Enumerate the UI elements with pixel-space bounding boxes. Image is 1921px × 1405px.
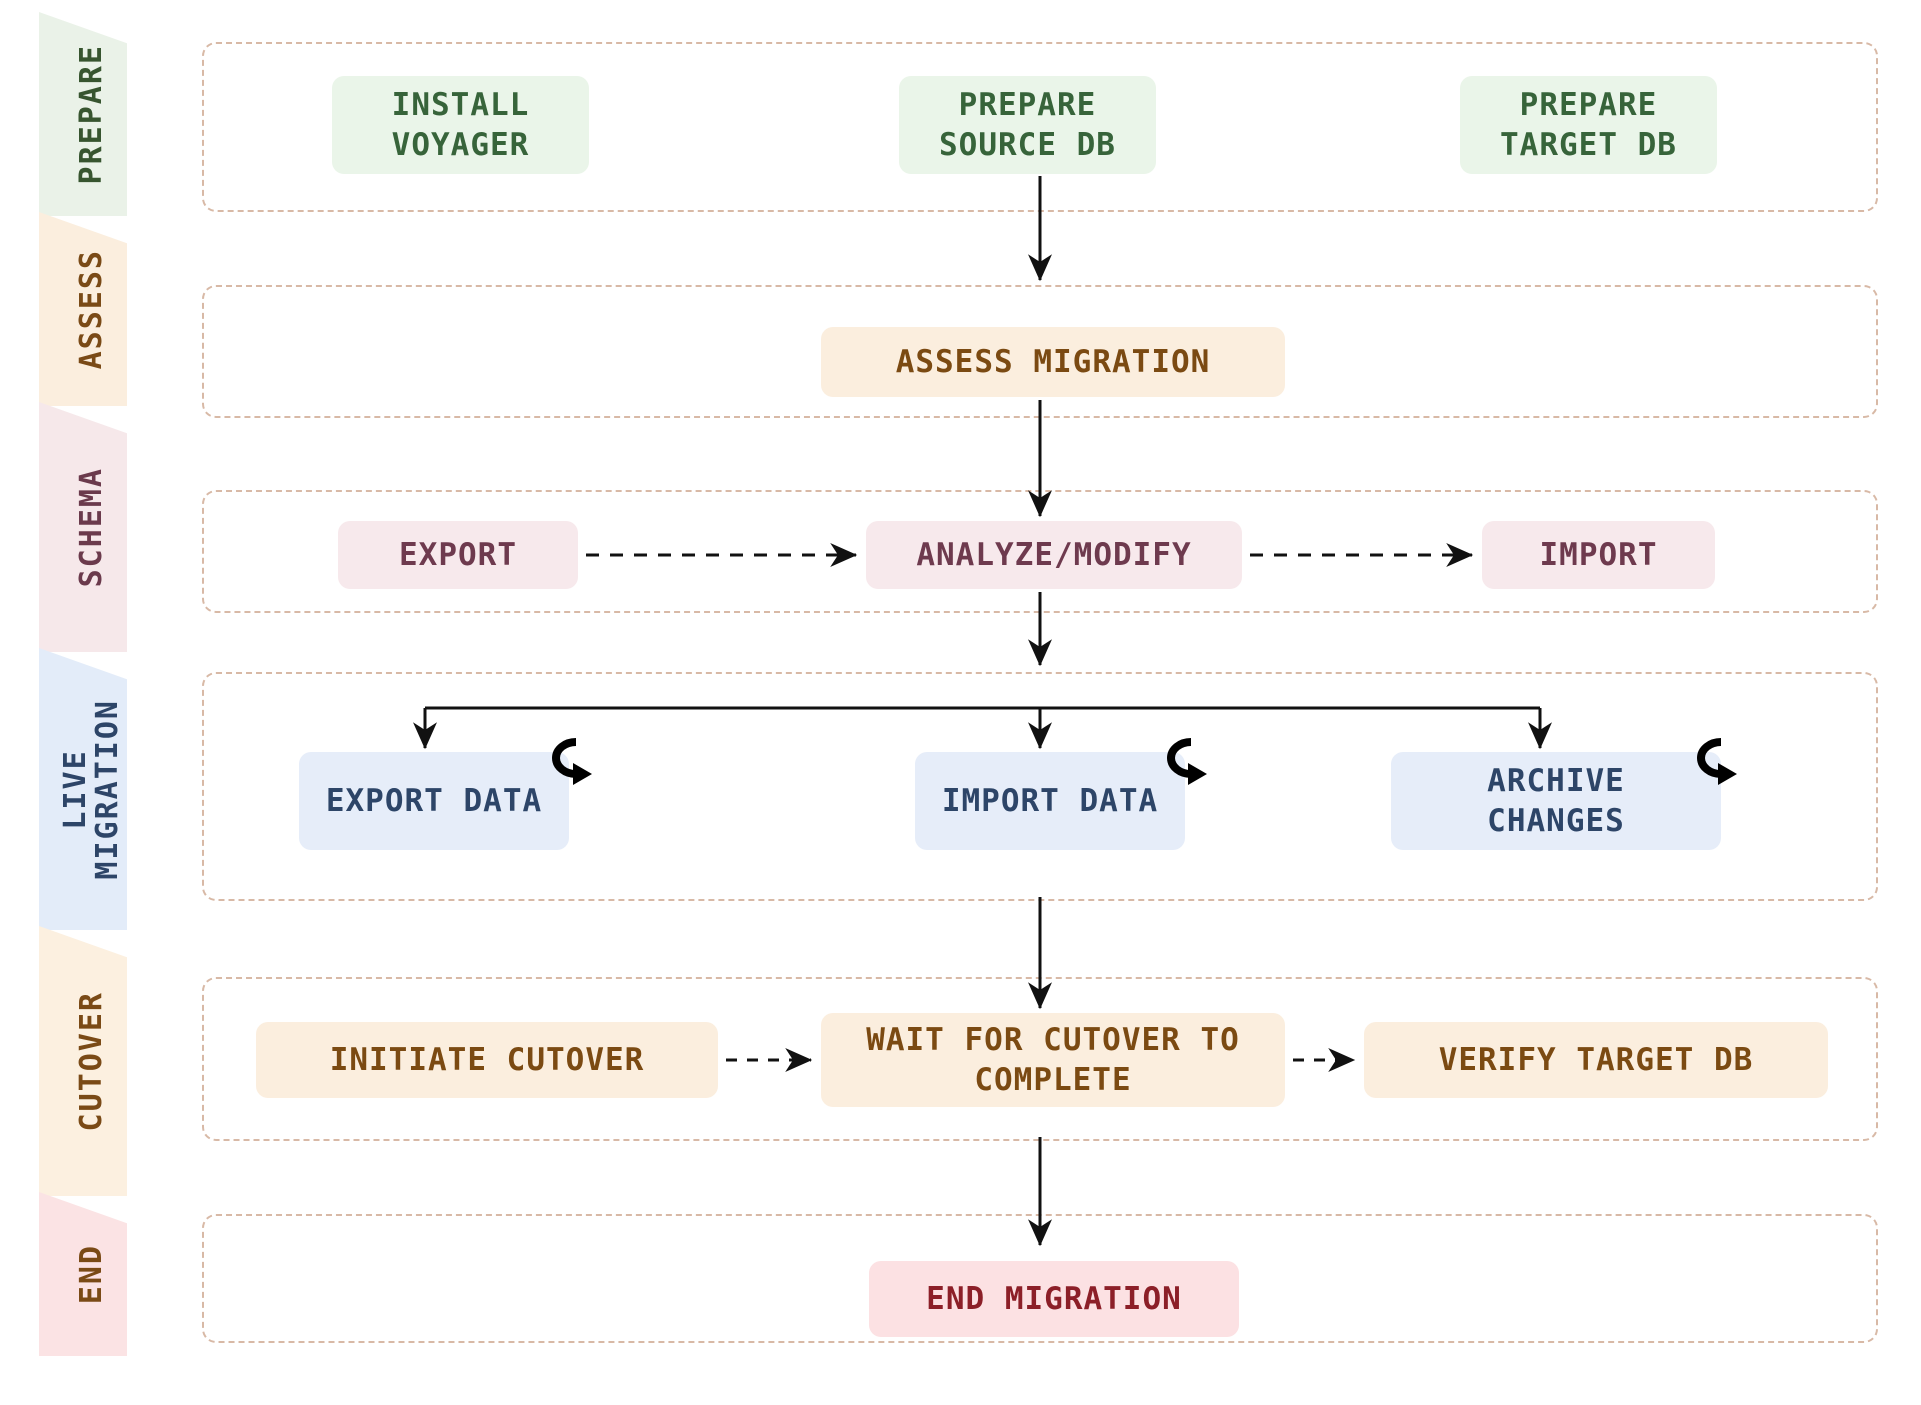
node-label: ASSESS MIGRATION [895,343,1211,380]
phase-rail-label: CUTOVER [73,990,109,1132]
node-import-schema[interactable]: IMPORT [1482,521,1715,589]
node-label: PREPARE TARGET DB [1500,86,1677,163]
node-label: IMPORT [1539,536,1658,573]
node-label: EXPORT DATA [325,782,543,819]
phase-rail-band [39,1192,127,1356]
phase-rail-label: SCHEMA [73,466,109,588]
node-export-data[interactable]: EXPORT DATA [299,752,569,850]
phase-rail-segment-live-migration[interactable]: LIVE MIGRATION [0,648,175,930]
phase-rail-segment-cutover[interactable]: CUTOVER [0,926,175,1196]
node-analyze-modify[interactable]: ANALYZE/MODIFY [866,521,1242,589]
node-end-migration[interactable]: END MIGRATION [869,1261,1239,1337]
node-install-voyager[interactable]: INSTALL VOYAGER [332,76,589,174]
phase-rail-label: END [73,1243,109,1305]
phase-rail-band [39,402,127,652]
phase-rail-band [39,926,127,1196]
phase-rail-segment-end[interactable]: END [0,1192,175,1356]
node-verify-target-db[interactable]: VERIFY TARGET DB [1364,1022,1828,1098]
node-label: VERIFY TARGET DB [1438,1041,1754,1078]
node-label: INSTALL VOYAGER [391,86,530,163]
node-import-data[interactable]: IMPORT DATA [915,752,1185,850]
phase-rail-segment-schema[interactable]: SCHEMA [0,402,175,652]
node-label: WAIT FOR CUTOVER TO COMPLETE [866,1021,1240,1098]
node-prepare-source-db[interactable]: PREPARE SOURCE DB [899,76,1156,174]
node-label: EXPORT [399,536,517,573]
node-prepare-target-db[interactable]: PREPARE TARGET DB [1460,76,1717,174]
repeat-loop-icon-archive-changes [1675,730,1751,796]
node-label: INITIATE CUTOVER [329,1041,645,1078]
node-archive-changes[interactable]: ARCHIVE CHANGES [1391,752,1721,850]
phase-rail-band [39,648,127,930]
node-label: ANALYZE/MODIFY [916,536,1192,573]
node-export-schema[interactable]: EXPORT [338,521,578,589]
node-label: END MIGRATION [926,1280,1182,1317]
phase-rail-label: ASSESS [73,248,109,370]
node-assess-migration[interactable]: ASSESS MIGRATION [821,327,1285,397]
phase-rail-band [39,212,127,406]
phase-rail-segment-prepare[interactable]: PREPARE [0,12,175,216]
node-initiate-cutover[interactable]: INITIATE CUTOVER [256,1022,718,1098]
node-label: IMPORT DATA [941,782,1159,819]
node-label: PREPARE SOURCE DB [939,86,1116,163]
phase-rail-label: LIVE MIGRATION [57,698,125,880]
repeat-loop-icon-export-data [530,730,606,796]
phase-rail-band [39,12,127,216]
node-label: ARCHIVE CHANGES [1487,762,1625,839]
phase-rail-segment-assess[interactable]: ASSESS [0,212,175,406]
node-wait-for-cutover[interactable]: WAIT FOR CUTOVER TO COMPLETE [821,1013,1285,1107]
phase-rail: PREPARE ASSESS SCHEMA LIVE MIGRATION CUTOVER… [0,0,175,1405]
repeat-loop-icon-import-data [1145,730,1221,796]
phase-rail-label: PREPARE [73,43,109,185]
